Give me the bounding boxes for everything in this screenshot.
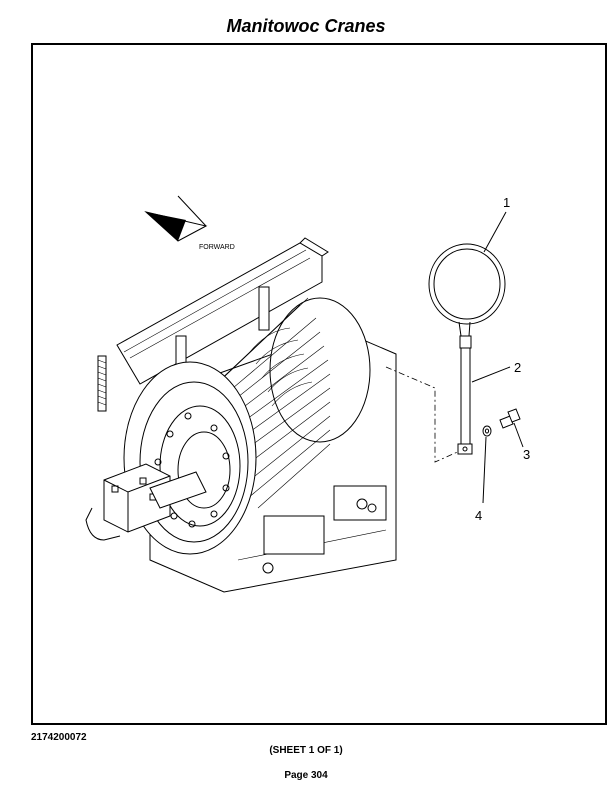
- sheet-label: (SHEET 1 OF 1): [269, 745, 343, 756]
- winch-drum-illustration: [85, 237, 397, 593]
- callout-2: 2: [514, 360, 521, 375]
- mirror-assembly-illustration: [428, 243, 521, 455]
- callout-4: 4: [475, 508, 482, 523]
- page-number: Page 304: [284, 770, 328, 781]
- drawing-frame: [31, 43, 607, 725]
- forward-label: FORWARD: [199, 244, 235, 251]
- callout-3: 3: [523, 447, 530, 462]
- forward-arrow-icon: [144, 195, 208, 242]
- callout-1: 1: [503, 195, 510, 210]
- document-number: 2174200072: [31, 732, 87, 743]
- page-title: Manitowoc Cranes: [226, 16, 386, 36]
